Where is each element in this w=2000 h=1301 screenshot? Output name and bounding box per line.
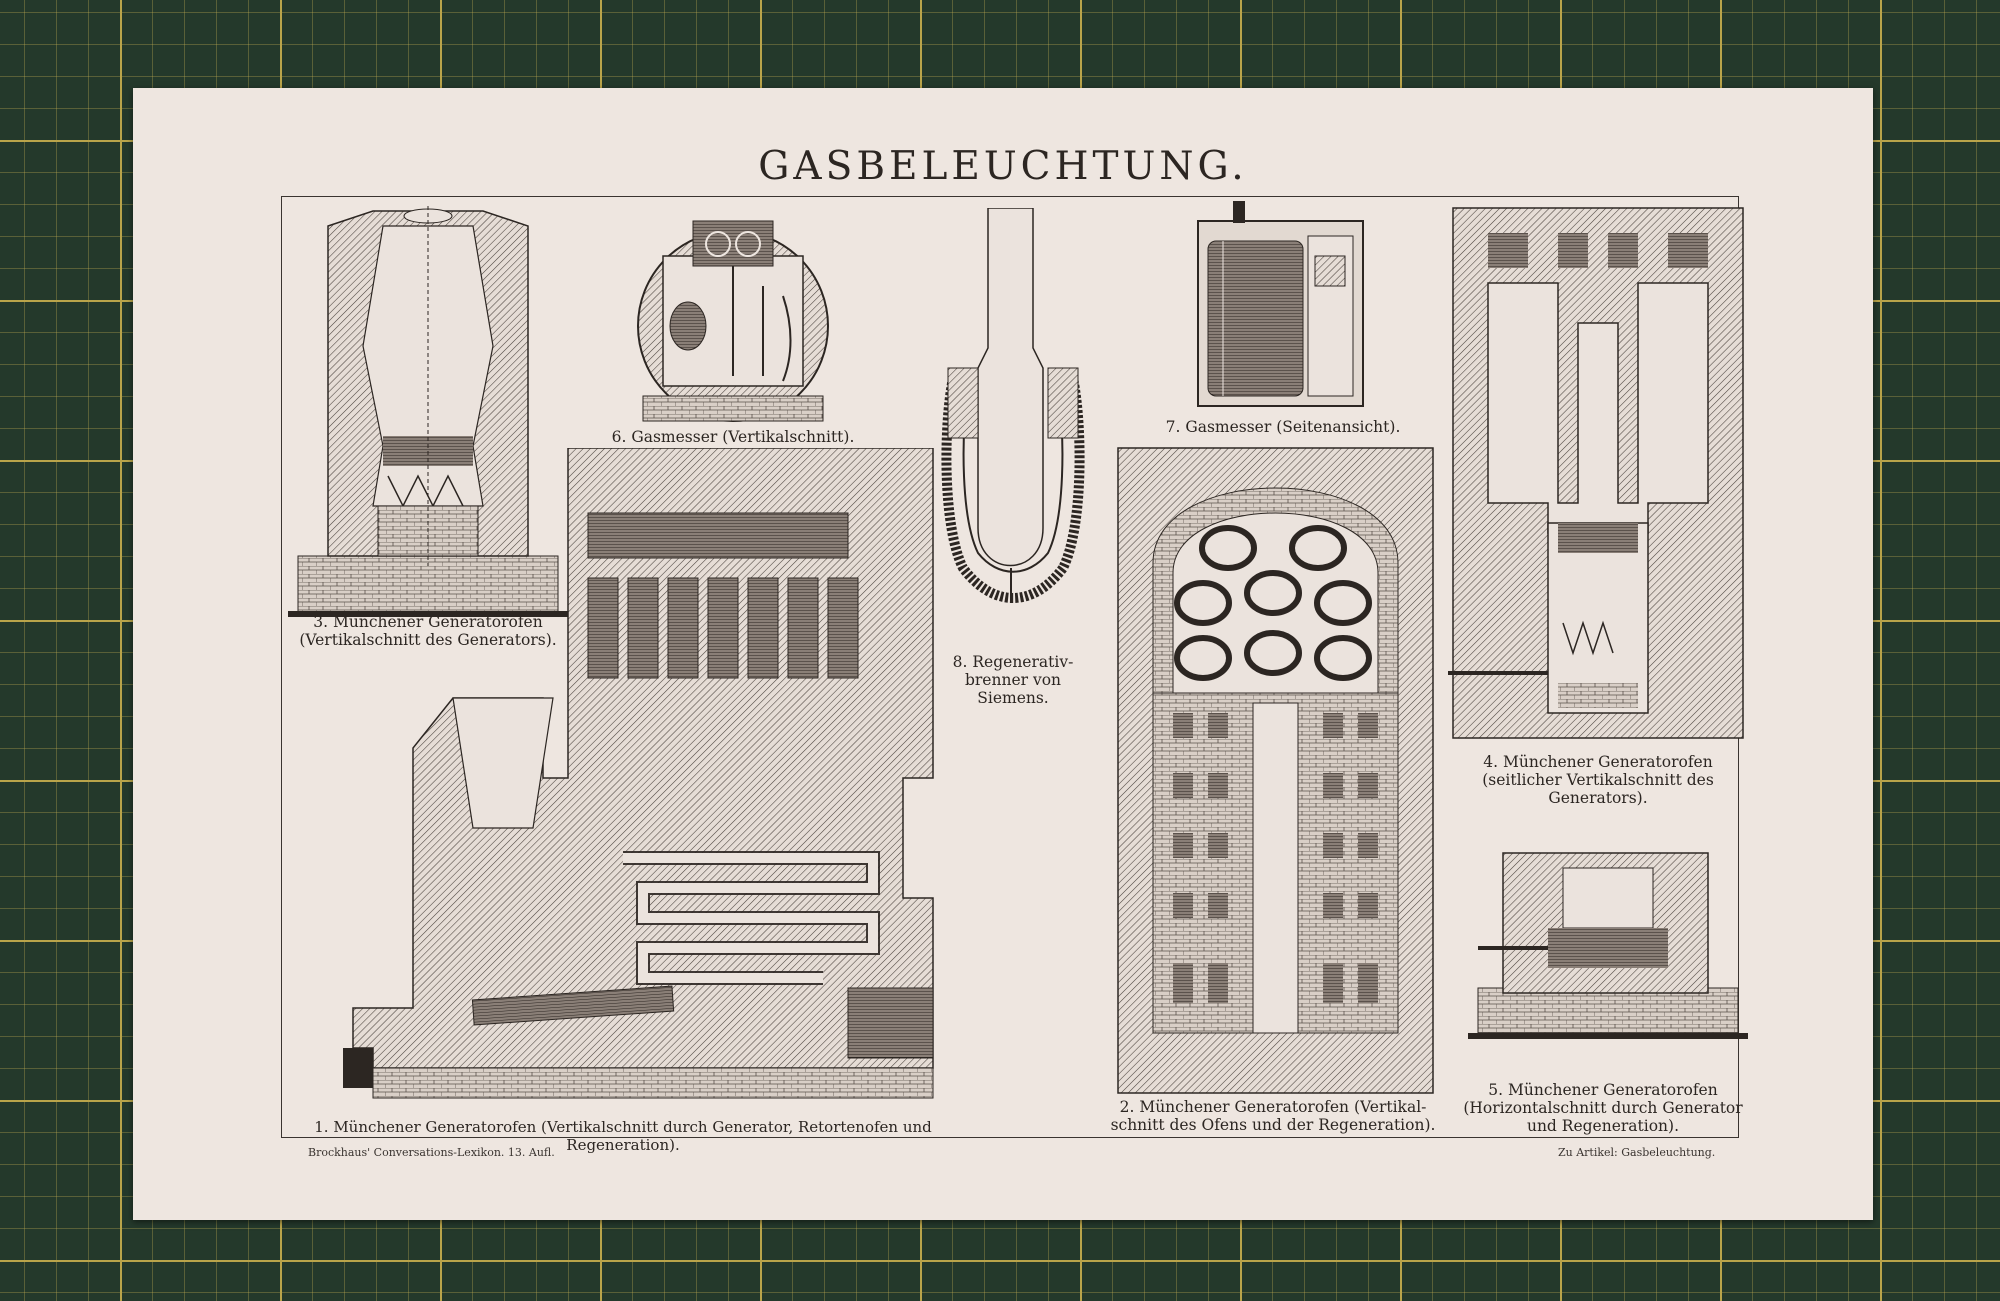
figure-4-generator-side-section (1448, 207, 1744, 739)
caption-figure-1: 1. Münchener Generatorofen (Vertikalschn… (314, 1118, 932, 1154)
figure-7-gas-meter-side (1197, 201, 1364, 407)
print-sheet: GASBELEUCHTUNG. 3. Münchener Generatorof… (133, 88, 1873, 1220)
figure-8-siemens-burner (941, 208, 1085, 603)
page-title: GASBELEUCHTUNG. (758, 144, 1248, 189)
figure-5-horizontal-section (1468, 852, 1748, 1039)
caption-figure-8: 8. Regenerativ- brenner von Siemens. (952, 653, 1074, 707)
caption-figure-7: 7. Gasmesser (Seitenansicht). (1165, 418, 1401, 436)
footer-right: Zu Artikel: Gasbeleuchtung. (1558, 1146, 1716, 1159)
caption-figure-5: 5. Münchener Generatorofen (Horizontalsc… (1463, 1081, 1743, 1135)
figure-3-generator-section (288, 206, 568, 617)
figure-1-combined-section (343, 448, 934, 1099)
caption-figure-6: 6. Gasmesser (Vertikalschnitt). (611, 428, 855, 446)
caption-figure-2: 2. Münchener Generatorofen (Vertikal- sc… (1110, 1098, 1436, 1134)
caption-figure-3: 3. Münchener Generatorofen (Vertikalschn… (299, 613, 557, 649)
figure-6-gas-meter-section (637, 220, 829, 422)
figure-2-oven-regeneration (1117, 447, 1434, 1094)
footer-left: Brockhaus' Conversations-Lexikon. 13. Au… (308, 1146, 555, 1159)
caption-figure-4: 4. Münchener Generatorofen (seitlicher V… (1482, 753, 1714, 807)
